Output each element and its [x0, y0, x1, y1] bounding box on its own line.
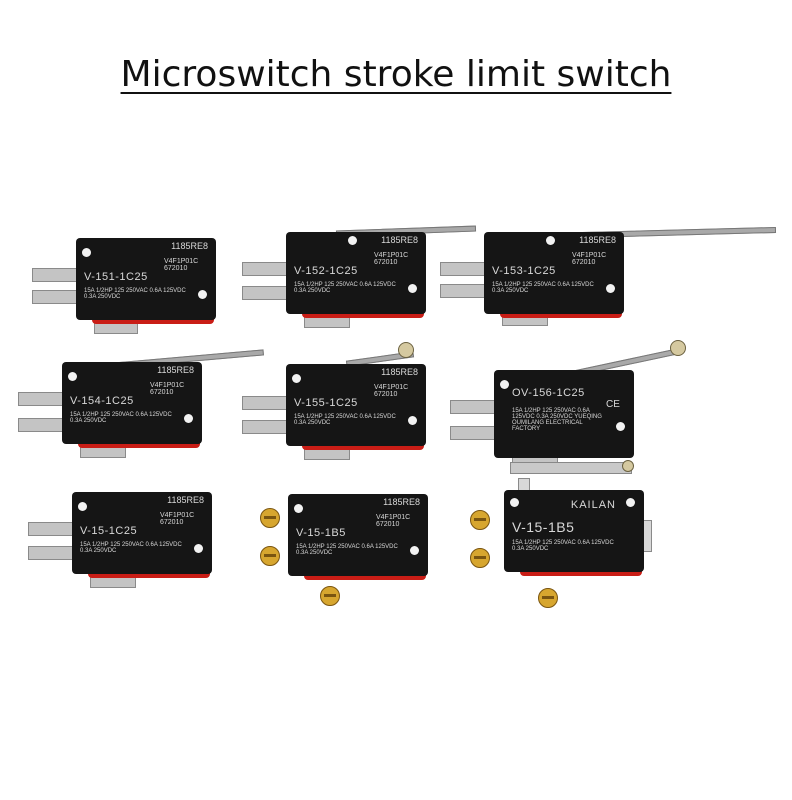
rating-label: 15A 1/2HP 125 250VAC 0.6A 125VDC 0.3A 25…: [84, 288, 186, 300]
terminal-top: [440, 262, 488, 276]
terminal-middle: [242, 286, 290, 300]
terminal-top: [28, 522, 76, 536]
screw-terminal: [470, 548, 490, 568]
screw-terminal: [470, 510, 490, 530]
cert-label: V4F1P01C 672010: [374, 252, 409, 266]
switch-body: 1185RE8 V4F1P01C 672010 V-155-1C25 15A 1…: [286, 364, 426, 446]
microswitch-v154: 1185RE8 V4F1P01C 672010 V-154-1C25 15A 1…: [18, 349, 264, 458]
model-label: V-153-1C25: [492, 265, 556, 277]
microswitch-v15-1c25: 1185RE8 V4F1P01C 672010 V-15-1C25 15A 1/…: [28, 492, 212, 588]
rating-label: 15A 1/2HP 125 250VAC 0.6A 125VDC 0.3A 25…: [80, 542, 182, 554]
model-label: V-15-1B5: [512, 519, 575, 535]
rating-label: 15A 1/2HP 125 250VAC 0.6A 125VDC 0.3A 25…: [294, 282, 396, 294]
screw-terminal: [320, 586, 340, 606]
terminal-middle: [18, 418, 66, 432]
switch-body: 1185RE8 V4F1P01C 672010 V-153-1C25 15A 1…: [484, 232, 624, 314]
microswitch-v152: 1185RE8 V4F1P01C 672010 V-152-1C25 15A 1…: [242, 225, 477, 328]
rating-label: 15A 1/2HP 125 250VAC 0.6A 125VDC 0.3A 25…: [512, 540, 614, 552]
microswitch-v155: 1185RE8 V4F1P01C 672010 V-155-1C25 15A 1…: [242, 342, 426, 460]
brand-label: KAILAN: [570, 499, 616, 511]
code-label: 1185RE8: [171, 241, 208, 251]
rating-label: 15A 1/2HP 125 250VAC 0.6A 125VDC 0.3A 25…: [492, 282, 594, 294]
terminal-top: [242, 262, 290, 276]
code-label: 1185RE8: [157, 365, 194, 375]
page-title: Microswitch stroke limit switch: [120, 54, 672, 95]
terminal-middle: [32, 290, 80, 304]
mounting-bracket: [510, 462, 632, 474]
code-label: 1185RE8: [167, 495, 204, 505]
terminal-top: [450, 400, 498, 414]
code-label: 1185RE8: [579, 235, 616, 245]
roller-wheel: [670, 340, 686, 356]
rating-label: 15A 1/2HP 125 250VAC 0.6A 125VDC 0.3A 25…: [294, 414, 396, 426]
cert-label: V4F1P01C 672010: [150, 382, 185, 396]
cert-label: V4F1P01C 672010: [572, 252, 607, 266]
model-label: V-15-1B5: [296, 527, 346, 539]
terminal-top: [242, 396, 290, 410]
code-label: 1185RE8: [383, 497, 420, 507]
model-label: V-152-1C25: [294, 265, 358, 277]
microswitch-kailan: KAILAN V-15-1B5 15A 1/2HP 125 250VAC 0.6…: [470, 460, 652, 608]
switch-body: 1185RE8 V4F1P01C 672010 V-152-1C25 15A 1…: [286, 232, 426, 314]
model-label: V-15-1C25: [80, 525, 138, 537]
terminal-top: [18, 392, 66, 406]
model-label: OV-156-1C25: [512, 387, 585, 399]
switch-body: 1185RE8 V4F1P01C 672010 V-151-1C25 15A 1…: [76, 238, 216, 320]
cert-label: V4F1P01C 672010: [164, 258, 199, 272]
cert-label: V4F1P01C 672010: [160, 512, 195, 526]
cert-label: V4F1P01C 672010: [376, 514, 411, 528]
terminal-middle: [440, 284, 488, 298]
rating-label: 15A 1/2HP 125 250VAC 0.6A 125VDC 0.3A 25…: [296, 544, 398, 556]
model-label: V-155-1C25: [294, 397, 358, 409]
code-label: 1185RE8: [381, 367, 418, 377]
terminal-top: [32, 268, 80, 282]
rating-label: 15A 1/2HP 125 250VAC 0.6A 125VDC 0.3A 25…: [70, 412, 172, 424]
screw-terminal: [260, 546, 280, 566]
cert-label: CE: [606, 399, 620, 410]
switch-body: KAILAN V-15-1B5 15A 1/2HP 125 250VAC 0.6…: [504, 490, 644, 572]
terminal-middle: [450, 426, 498, 440]
microswitch-v151: 1185RE8 V4F1P01C 672010 V-151-1C25 15A 1…: [32, 238, 216, 334]
microswitch-ov156: CE OV-156-1C25 15A 1/2HP 125 250VAC 0.6A…: [450, 340, 686, 466]
microswitch-v153: 1185RE8 V4F1P01C 672010 V-153-1C25 15A 1…: [440, 226, 777, 326]
cert-label: V4F1P01C 672010: [374, 384, 409, 398]
terminal-middle: [242, 420, 290, 434]
code-label: 1185RE8: [381, 235, 418, 245]
plunger-roller: [622, 460, 634, 472]
switch-body: 1185RE8 V4F1P01C 672010 V-154-1C25 15A 1…: [62, 362, 202, 444]
terminal-middle: [28, 546, 76, 560]
rating-label: 15A 1/2HP 125 250VAC 0.6A 125VDC 0.3A 25…: [512, 408, 602, 432]
switch-body: CE OV-156-1C25 15A 1/2HP 125 250VAC 0.6A…: [494, 370, 634, 458]
screw-terminal: [538, 588, 558, 608]
switch-body: 1185RE8 V4F1P01C 672010 V-15-1C25 15A 1/…: [72, 492, 212, 574]
model-label: V-151-1C25: [84, 271, 148, 283]
screw-terminal: [260, 508, 280, 528]
model-label: V-154-1C25: [70, 395, 134, 407]
roller-wheel: [398, 342, 414, 358]
microswitch-v15-1b5: 1185RE8 V4F1P01C 672010 V-15-1B5 15A 1/2…: [260, 494, 428, 606]
switch-body: 1185RE8 V4F1P01C 672010 V-15-1B5 15A 1/2…: [288, 494, 428, 576]
